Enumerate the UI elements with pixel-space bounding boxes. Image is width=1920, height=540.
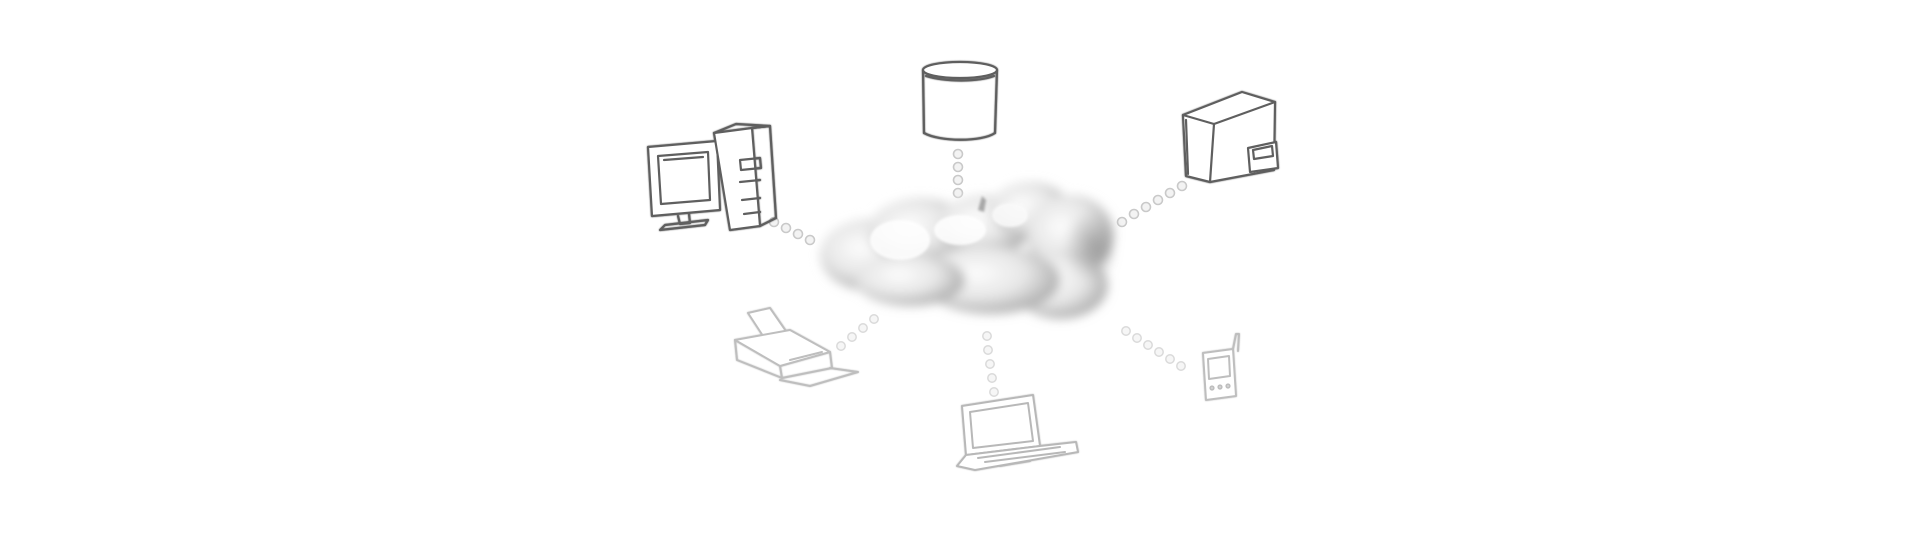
connector-dot [1152,194,1164,206]
connector-dot [982,331,992,341]
mobile-phone-icon [1202,333,1240,401]
connector-dot [1121,326,1131,336]
connector-dot [985,359,995,369]
connector-dot [804,234,816,246]
connectors [768,148,1188,397]
connector-desktop [768,216,816,246]
connector-dot [1164,187,1176,199]
connector-dot [1143,340,1153,350]
connector-dot [1132,333,1142,343]
laptop-icon [956,394,1079,471]
connector-phone [1121,326,1186,371]
connector-dot [1154,347,1164,357]
connector-dot [869,314,879,324]
cloud-icon [820,182,1114,319]
connector-dot [989,387,999,397]
connector-dot [780,222,792,234]
printer-icon [734,307,859,387]
connector-dot [1140,201,1152,213]
connector-dot [1176,361,1186,371]
connector-dot [792,228,804,240]
connector-dot [1116,216,1128,228]
connector-printer [836,314,879,351]
connector-dot [858,323,868,333]
connector-dot [952,161,964,173]
connector-dot [1128,208,1140,220]
connector-dot [836,341,846,351]
database-icon [921,60,999,141]
server-icon [1181,90,1280,184]
connector-dot [1165,354,1175,364]
connector-database [952,148,964,199]
connector-dot [952,174,964,186]
connector-dot [952,187,964,199]
connector-dot [847,332,857,342]
connector-server [1116,180,1188,228]
connector-dot [983,345,993,355]
connector-dot [987,373,997,383]
connector-dot [1176,180,1188,192]
connector-laptop [982,331,999,397]
connector-dot [952,148,964,160]
desktop-computer-icon [646,122,778,232]
